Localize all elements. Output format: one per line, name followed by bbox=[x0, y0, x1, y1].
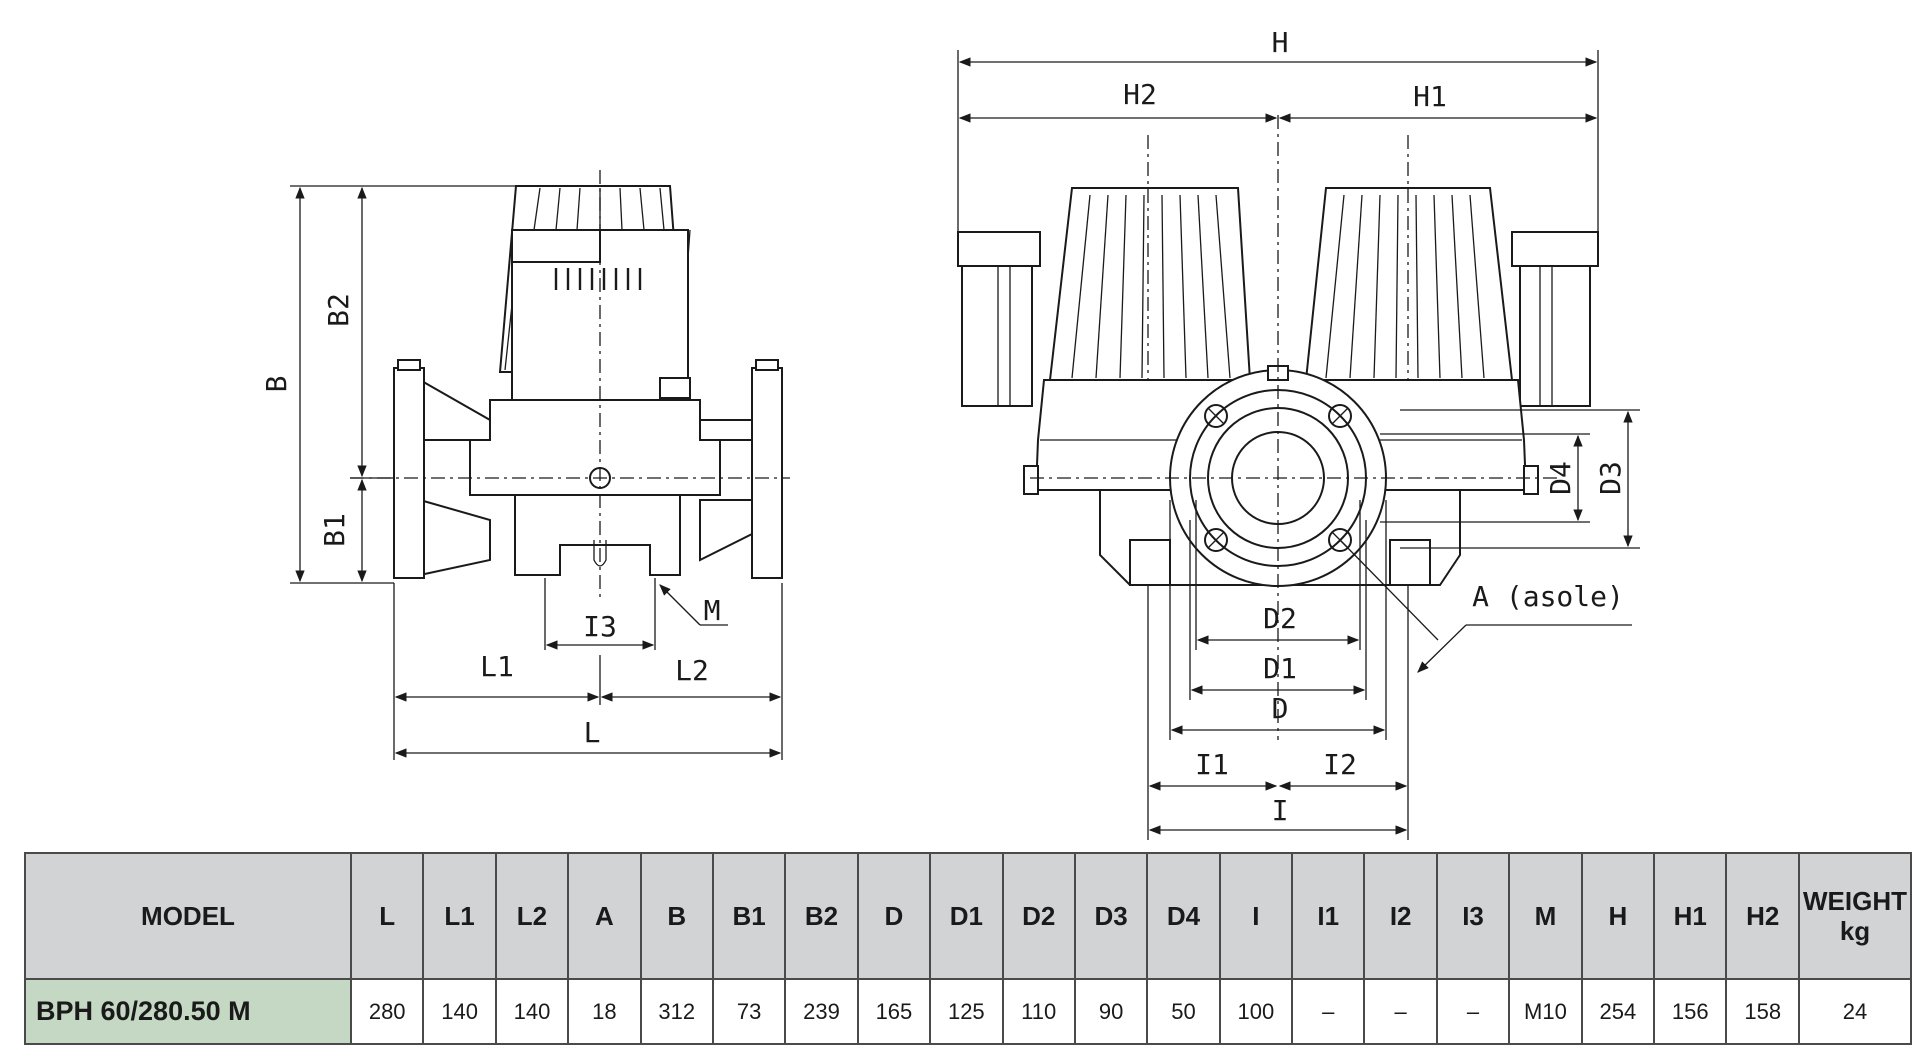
cell-L: 280 bbox=[349, 978, 425, 1045]
cell-I1: – bbox=[1291, 978, 1366, 1045]
right-flange bbox=[751, 367, 783, 579]
label-D3: D3 bbox=[1594, 461, 1627, 495]
label-M: M bbox=[704, 594, 721, 627]
pump-foot bbox=[514, 494, 681, 576]
col-header-L1: L1 bbox=[422, 852, 497, 980]
label-H: H bbox=[1272, 26, 1289, 59]
label-D: D bbox=[1272, 692, 1289, 725]
col-header-M: M bbox=[1508, 852, 1583, 980]
col-header-D1: D1 bbox=[929, 852, 1004, 980]
col-header-I: I bbox=[1218, 852, 1294, 980]
col-header-model: MODEL bbox=[24, 852, 352, 980]
cell-B1: 73 bbox=[711, 978, 787, 1045]
right-terminal-top bbox=[1511, 231, 1599, 267]
cell-B2: 239 bbox=[784, 978, 859, 1045]
cell-weight: 24 bbox=[1798, 978, 1912, 1045]
cell-model: BPH 60/280.50 M bbox=[24, 978, 352, 1045]
col-header-I2: I2 bbox=[1363, 852, 1438, 980]
cell-D2: 110 bbox=[1001, 978, 1076, 1045]
label-D2: D2 bbox=[1263, 602, 1297, 635]
col-header-I1: I1 bbox=[1291, 852, 1366, 980]
col-header-D: D bbox=[856, 852, 932, 980]
right-hood bbox=[1304, 187, 1514, 381]
label-I: I bbox=[1272, 794, 1289, 827]
col-header-B2: B2 bbox=[784, 852, 859, 980]
left-hood bbox=[1048, 187, 1252, 381]
label-B: B bbox=[260, 376, 293, 393]
label-I3: I3 bbox=[583, 610, 617, 643]
weight-header-line1: WEIGHT bbox=[1803, 886, 1907, 916]
col-header-I3: I3 bbox=[1435, 852, 1511, 980]
table-row: BPH 60/280.50 M 280 140 140 18 312 73 23… bbox=[24, 978, 1912, 1045]
label-H1: H1 bbox=[1413, 80, 1447, 113]
col-header-L: L bbox=[349, 852, 425, 980]
label-I1: I1 bbox=[1195, 748, 1229, 781]
pump-casing bbox=[469, 399, 721, 496]
cell-H2: 158 bbox=[1725, 978, 1800, 1045]
cable-gland bbox=[659, 377, 691, 399]
technical-drawing: B B2 B1 I3 M L1 L2 L bbox=[260, 26, 1640, 840]
cell-I: 100 bbox=[1218, 978, 1294, 1045]
label-B1: B1 bbox=[318, 513, 351, 547]
col-header-D4: D4 bbox=[1146, 852, 1221, 980]
cell-D3: 90 bbox=[1073, 978, 1149, 1045]
drawing-svg: B B2 B1 I3 M L1 L2 L bbox=[260, 26, 1640, 840]
left-terminal-top bbox=[957, 231, 1041, 267]
left-terminal-box bbox=[961, 265, 1033, 407]
cell-B: 312 bbox=[639, 978, 714, 1045]
col-header-B: B bbox=[639, 852, 714, 980]
cell-L2: 140 bbox=[494, 978, 570, 1045]
label-I2: I2 bbox=[1323, 748, 1357, 781]
cell-L1: 140 bbox=[422, 978, 497, 1045]
cell-D: 165 bbox=[856, 978, 932, 1045]
weight-header-line2: kg bbox=[1839, 916, 1871, 946]
cell-A: 18 bbox=[567, 978, 642, 1045]
label-L2: L2 bbox=[675, 654, 709, 687]
spec-table: MODEL L L1 L2 A B B1 B2 D D1 D2 D3 D4 I … bbox=[24, 852, 1912, 1045]
label-A: A (asole) bbox=[1472, 580, 1624, 613]
cell-D1: 125 bbox=[929, 978, 1004, 1045]
col-header-H: H bbox=[1580, 852, 1656, 980]
label-D4: D4 bbox=[1544, 461, 1577, 495]
vent-slots bbox=[554, 268, 642, 290]
cell-I3: – bbox=[1435, 978, 1511, 1045]
cell-H1: 156 bbox=[1653, 978, 1728, 1045]
label-H2: H2 bbox=[1123, 78, 1157, 111]
cell-D4: 50 bbox=[1146, 978, 1221, 1045]
col-header-weight: WEIGHT kg bbox=[1798, 852, 1912, 980]
cell-M: M10 bbox=[1508, 978, 1583, 1045]
label-L1: L1 bbox=[480, 650, 514, 683]
col-header-D3: D3 bbox=[1073, 852, 1149, 980]
col-header-D2: D2 bbox=[1001, 852, 1076, 980]
col-header-H2: H2 bbox=[1725, 852, 1800, 980]
front-view: H H2 H1 D3 D4 A (asole) D2 D1 D bbox=[957, 26, 1640, 840]
cell-I2: – bbox=[1363, 978, 1438, 1045]
label-B2: B2 bbox=[322, 293, 355, 327]
label-D1: D1 bbox=[1263, 652, 1297, 685]
col-header-H1: H1 bbox=[1653, 852, 1728, 980]
left-flange bbox=[393, 367, 425, 579]
col-header-L2: L2 bbox=[494, 852, 570, 980]
side-view: B B2 B1 I3 M L1 L2 L bbox=[260, 170, 790, 760]
label-L: L bbox=[584, 716, 601, 749]
right-terminal-box bbox=[1519, 265, 1591, 407]
cell-H: 254 bbox=[1580, 978, 1656, 1045]
table-header-row: MODEL L L1 L2 A B B1 B2 D D1 D2 D3 D4 I … bbox=[24, 852, 1912, 980]
col-header-B1: B1 bbox=[711, 852, 787, 980]
col-header-A: A bbox=[567, 852, 642, 980]
